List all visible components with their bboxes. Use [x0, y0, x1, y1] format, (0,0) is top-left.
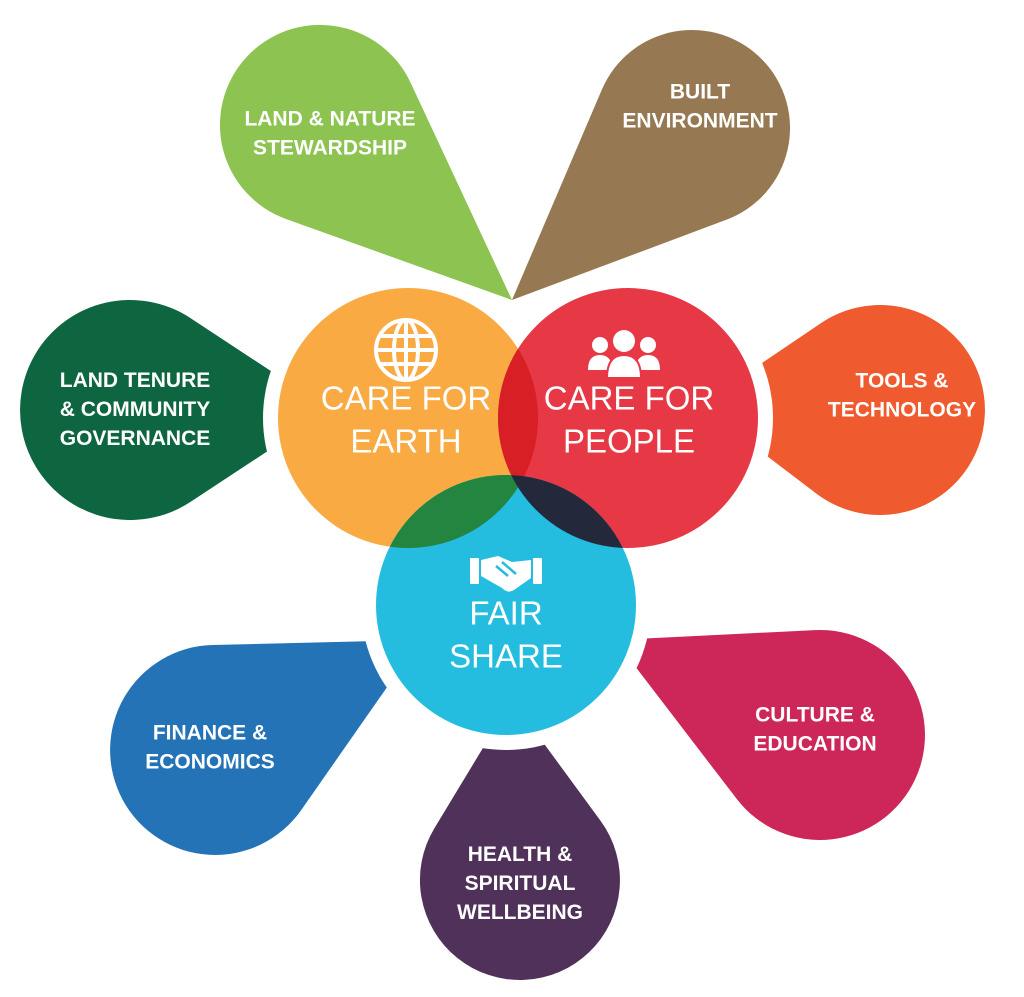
- petal-label-line: FINANCE &: [153, 722, 267, 745]
- center-icons: [374, 318, 660, 592]
- center-label-line: PEOPLE: [563, 423, 695, 460]
- center-label-line: CARE FOR: [544, 380, 715, 417]
- center-label-line: CARE FOR: [321, 380, 492, 417]
- petal-label-culture-education: CULTURE & EDUCATION: [753, 704, 876, 756]
- center-label-line: FAIR: [469, 595, 542, 632]
- petal-label-line: LAND & NATURE: [244, 108, 415, 131]
- petal-land-tenure: [20, 300, 330, 520]
- center-label-care-for-earth: CARE FOR EARTH: [321, 380, 492, 460]
- center-label-care-for-people: CARE FOR PEOPLE: [544, 380, 715, 460]
- petal-label-line: HEALTH &: [468, 843, 573, 866]
- petal-label-line: EDUCATION: [753, 733, 876, 756]
- petal-label-line: LAND TENURE: [60, 369, 211, 392]
- circle-care-for-people: [498, 288, 758, 548]
- petal-culture-education: [615, 629, 925, 840]
- petal-health-wellbeing: [419, 700, 620, 981]
- petal-label-land-tenure: LAND TENURE & COMMUNITY GOVERNANCE: [60, 369, 211, 450]
- petal-label-health-wellbeing: HEALTH & SPIRITUAL WELLBEING: [457, 843, 583, 924]
- petal-label-line: GOVERNANCE: [60, 427, 211, 450]
- petal-finance-economics: [110, 640, 420, 855]
- petal-label-line: TECHNOLOGY: [828, 399, 976, 422]
- petal-label-line: & COMMUNITY: [60, 398, 211, 421]
- petal-label-line: STEWARDSHIP: [253, 137, 407, 160]
- petal-label-line: SPIRITUAL: [465, 872, 576, 895]
- overlap-earth-share: [376, 475, 538, 548]
- petal-tools-technology: [700, 305, 985, 516]
- center-label-line: SHARE: [449, 638, 563, 675]
- petal-label-line: TOOLS &: [856, 370, 949, 393]
- globe-icon: [374, 318, 438, 382]
- petal-land-nature: [219, 24, 513, 300]
- petal-label-line: WELLBEING: [457, 901, 583, 924]
- handshake-icon: [470, 556, 542, 592]
- center-label-line: EARTH: [350, 423, 461, 460]
- petal-label-line: ECONOMICS: [145, 751, 275, 774]
- petal-label-tools-technology: TOOLS & TECHNOLOGY: [828, 370, 976, 422]
- petal-label-built-environment: BUILT ENVIRONMENT: [622, 81, 777, 133]
- petals: [20, 24, 985, 981]
- petal-label-line: BUILT: [670, 81, 730, 104]
- petal-built-environment: [512, 29, 791, 301]
- petal-label-line: ENVIRONMENT: [622, 110, 777, 133]
- petal-label-finance-economics: FINANCE & ECONOMICS: [145, 722, 275, 774]
- labels: LAND & NATURE STEWARDSHIP BUILT ENVIRONMENT…: [60, 81, 976, 925]
- people-icon: [588, 330, 660, 379]
- petal-label-line: CULTURE &: [755, 704, 875, 727]
- center-label-fair-share: FAIR SHARE: [449, 595, 563, 675]
- petal-label-land-nature: LAND & NATURE STEWARDSHIP: [244, 108, 415, 160]
